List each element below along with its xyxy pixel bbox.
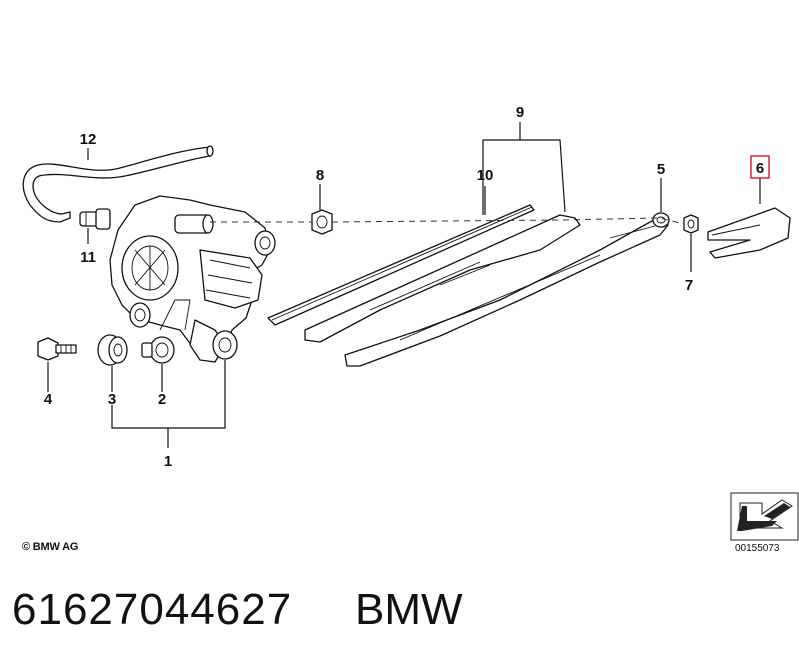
- connector-part: [79, 208, 111, 230]
- bolt-part: [37, 337, 77, 361]
- grommet-part: [97, 334, 128, 366]
- callout-6-highlight-box: [750, 155, 770, 179]
- alignment-line: [210, 217, 685, 225]
- callout-9: 9: [516, 104, 524, 121]
- callout-4: 4: [44, 391, 53, 408]
- callout-10: 10: [477, 167, 494, 184]
- callout-5: 5: [657, 161, 665, 178]
- wiper-blade-part: [267, 204, 581, 343]
- callout-8: 8: [316, 167, 324, 184]
- brand-name: BMW: [355, 585, 463, 634]
- copyright-text: © BMW AG: [22, 541, 79, 553]
- callout-11: 11: [80, 249, 96, 266]
- callout-2: 2: [158, 391, 166, 408]
- callout-7: 7: [685, 277, 693, 294]
- bushing-part: [141, 336, 175, 364]
- nut-part: [683, 214, 699, 234]
- callout-12: 12: [80, 131, 97, 148]
- cover-cap-part: [707, 207, 791, 259]
- callout-1: 1: [164, 453, 172, 470]
- wiper-motor-part: [109, 195, 276, 363]
- leader-lines: [47, 122, 761, 448]
- diagram-code: 00155073: [735, 543, 780, 554]
- hose-part: [22, 145, 214, 223]
- part-number: 61627044627: [12, 585, 293, 634]
- callout-6: 6: [756, 160, 764, 177]
- callout-3: 3: [108, 391, 116, 408]
- arrow-icon: [730, 492, 799, 541]
- parts-diagram: 1 2 3 4 5 6 7 8 9 10 11 12: [22, 104, 799, 541]
- cap-nut-part: [311, 209, 333, 235]
- wiper-arm-part: [344, 212, 670, 367]
